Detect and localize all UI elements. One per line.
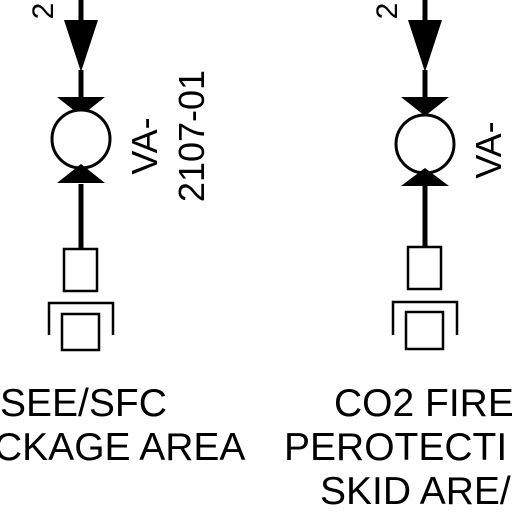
right-flow-arrow bbox=[408, 20, 442, 72]
right-valve-bottom-triangle bbox=[401, 168, 449, 186]
left-terminal-box bbox=[60, 312, 101, 352]
right-terminal-box bbox=[404, 310, 445, 351]
right-area-line-1: CO2 FIRE bbox=[334, 382, 512, 425]
right-bracket bbox=[391, 300, 459, 335]
left-valve-body bbox=[50, 108, 112, 170]
left-coupling-box bbox=[62, 247, 99, 293]
left-branch bbox=[47, 0, 115, 352]
left-area-line-1: SEE/SFC bbox=[0, 382, 167, 425]
left-valve-top-triangle bbox=[57, 97, 105, 116]
left-bracket bbox=[47, 301, 115, 335]
right-coupling-box bbox=[406, 245, 443, 291]
right-area-line-3: SKID ARE/ bbox=[320, 470, 511, 512]
right-valve-tag-prefix: VA- bbox=[468, 121, 509, 179]
right-line-number: 2 bbox=[371, 2, 404, 20]
right-valve-top-triangle bbox=[401, 97, 449, 116]
left-area-line-2: CKAGE AREA bbox=[0, 426, 246, 469]
left-line-number: 2 bbox=[27, 2, 60, 20]
right-area-line-2: PEROTECTI bbox=[284, 426, 508, 469]
left-valve-tag-number: 2107-01 bbox=[171, 69, 212, 203]
right-valve-body bbox=[394, 113, 456, 175]
left-valve-bottom-triangle bbox=[57, 164, 105, 183]
left-flow-arrow bbox=[64, 20, 98, 72]
left-valve-tag-prefix: VA- bbox=[124, 117, 165, 175]
right-branch bbox=[391, 0, 459, 351]
